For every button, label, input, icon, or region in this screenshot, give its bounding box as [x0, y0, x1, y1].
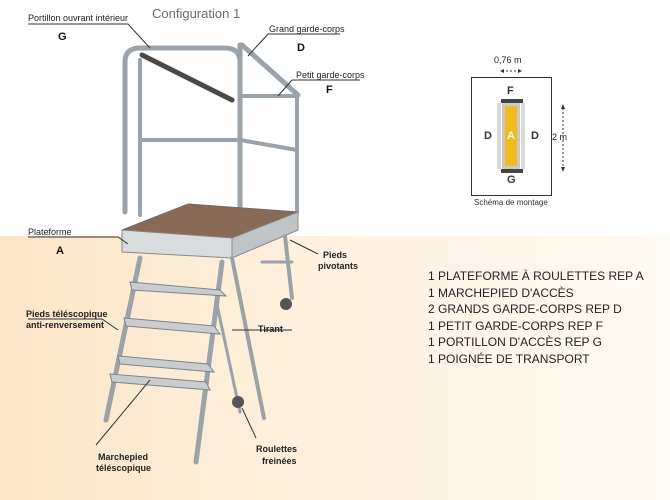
label-pieds-tele-2: anti-renversement — [26, 320, 105, 330]
schema-caption: Schéma de montage — [474, 198, 548, 207]
schema-left-letter: D — [484, 130, 492, 142]
composition-list: 1 PLATEFORME À ROULETTES REP A 1 MARCHEP… — [428, 268, 644, 367]
letter-f: F — [326, 84, 333, 96]
label-tirant: Tirant — [258, 324, 283, 334]
schema-center-letter: A — [507, 130, 515, 142]
schema-top-letter: F — [507, 85, 514, 97]
label-plateforme: Plateforme — [28, 227, 72, 237]
letter-g: G — [58, 31, 67, 43]
label-roulettes-2: freinées — [262, 456, 297, 466]
list-item: 1 MARCHEPIED D'ACCÈS — [428, 285, 574, 300]
label-pieds-tele-1: Pieds téléscopique — [26, 309, 108, 319]
list-item: 1 PETIT GARDE-CORPS REP F — [428, 318, 603, 333]
list-item: 1 PORTILLON D'ACCÈS REP G — [428, 335, 602, 349]
background-band — [0, 236, 670, 500]
schema-width-label: 0,76 m — [494, 55, 522, 65]
page-title: Configuration 1 — [152, 6, 241, 21]
schema-rail-left — [497, 103, 501, 169]
schema-rail-right — [521, 103, 525, 169]
label-grand-garde-corps: Grand garde-corps — [269, 24, 345, 34]
label-petit-garde-corps: Petit garde-corps — [296, 70, 365, 80]
list-item: 2 GRANDS GARDE-CORPS REP D — [428, 302, 622, 316]
letter-a: A — [56, 245, 64, 257]
label-marchepied-1: Marchepied — [98, 452, 149, 462]
schema-platform — [502, 103, 520, 169]
mounting-schema: F D A D G — [471, 77, 552, 196]
label-pieds-pivotants-1: Pieds — [323, 250, 348, 260]
label-roulettes-1: Roulettes — [256, 444, 298, 454]
list-item: 1 POIGNÉE DE TRANSPORT — [428, 351, 590, 366]
schema-right-letter: D — [531, 130, 539, 142]
schema-height-label: 2 m — [552, 132, 568, 142]
schema-bottom-letter: G — [507, 174, 516, 186]
list-item: 1 PLATEFORME À ROULETTES REP A — [428, 269, 644, 283]
letter-d: D — [297, 42, 305, 54]
label-portillon: Portillon ouvrant intérieur — [28, 13, 129, 23]
label-marchepied-2: téléscopique — [96, 463, 152, 473]
label-pieds-pivotants-2: pivotants — [318, 261, 359, 271]
schema-rail-bottom — [501, 169, 523, 173]
schema-rail-top — [501, 99, 523, 103]
